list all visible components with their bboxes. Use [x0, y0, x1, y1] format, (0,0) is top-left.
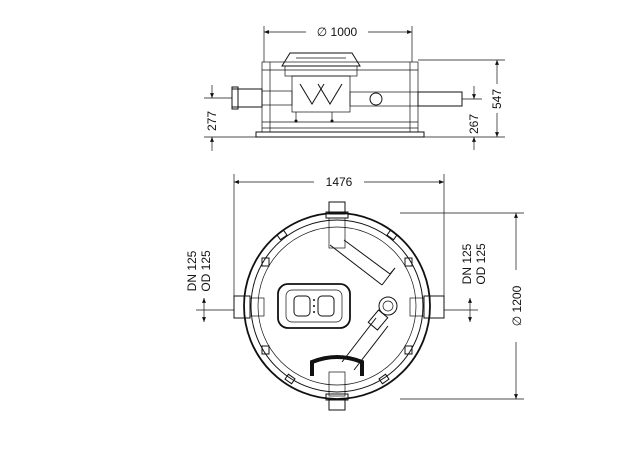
top-view-diameter-dimension: ∅ 1200 [400, 212, 524, 400]
top-view-left-pipe [233, 295, 265, 319]
side-view-tank-body [261, 61, 419, 133]
side-view-height-total-label: 547 [490, 89, 504, 109]
side-view: ∅ 1000 547 267 277 [204, 25, 505, 151]
side-view-width-dimension: ∅ 1000 [263, 25, 413, 62]
side-view-outlet-pipe [349, 91, 463, 107]
left-pipe-od-label: OD 125 [199, 250, 213, 292]
top-view-lugs [261, 229, 413, 385]
side-view-inlet-pipe [231, 86, 293, 110]
top-view: 1476 ∅ 1200 DN 125 OD 125 DN 125 OD 125 [185, 174, 524, 411]
side-view-cover [281, 52, 361, 67]
top-view-inner-ring [250, 219, 424, 393]
top-view-diameter-label: ∅ 1200 [510, 285, 524, 326]
side-view-outlet-dimension: 267 [462, 86, 482, 150]
top-view-diagonal-pipe [329, 239, 396, 371]
side-view-inlet-height-label: 277 [205, 111, 219, 131]
side-view-height-dimension: 547 [418, 59, 505, 138]
side-view-base [255, 131, 425, 138]
side-view-width-label: ∅ 1000 [317, 25, 358, 39]
top-view-top-connector [325, 201, 349, 249]
top-view-width-dimension: 1476 [233, 174, 445, 296]
top-view-right-pipe-labels: DN 125 OD 125 [444, 243, 488, 322]
top-view-left-pipe-labels: DN 125 OD 125 [185, 250, 234, 322]
top-view-outlet-fitting [378, 296, 398, 316]
top-view-bottom-connector [325, 371, 349, 411]
side-view-outlet-height-label: 267 [467, 114, 481, 134]
top-view-outer-ring [243, 212, 431, 400]
left-pipe-dn-label: DN 125 [185, 250, 199, 291]
top-view-width-label: 1476 [326, 175, 353, 189]
top-view-handle [310, 355, 364, 376]
right-pipe-od-label: OD 125 [474, 243, 488, 285]
side-view-inlet-dimension: 277 [204, 85, 256, 151]
right-pipe-dn-label: DN 125 [460, 243, 474, 284]
side-view-pump [291, 75, 351, 123]
side-view-ribs [262, 62, 418, 132]
top-view-pump [277, 283, 351, 329]
top-view-right-pipe [409, 295, 445, 319]
